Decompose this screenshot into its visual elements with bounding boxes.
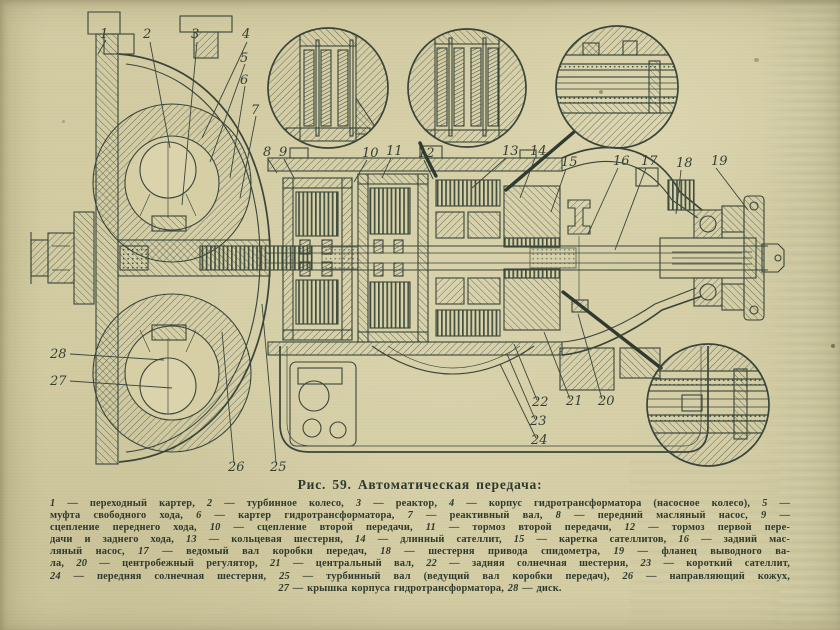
callout-label: 11 [386, 144, 403, 159]
detail-circle-clutch-1 [267, 27, 389, 149]
caption-line-2: муфта свободного хода, 6 — картер гидрот… [50, 510, 790, 522]
torque-converter-section [30, 11, 313, 465]
callout-label: 15 [561, 155, 578, 170]
callout-label: 22 [531, 395, 549, 410]
callout-label: 8 [263, 145, 271, 160]
callout-label: 19 [711, 154, 728, 169]
callout-label: 21 [565, 394, 583, 409]
detail-circle-clutch-2 [407, 28, 527, 148]
callout-label: 14 [530, 144, 547, 159]
callout-label: 3 [191, 27, 199, 42]
callout-label: 12 [418, 146, 435, 161]
callout-label: 10 [362, 146, 379, 161]
callout-label: 6 [240, 73, 248, 88]
callout-label: 17 [641, 154, 658, 169]
callout-label: 26 [227, 460, 245, 475]
caption-line-1: 1 — переходный картер, 2 — турбинное кол… [50, 498, 790, 509]
callout-label: 7 [251, 103, 260, 118]
callout-numbers: 1 2 3 4 5 6 7 8 9 10 11 12 13 14 15 16 1… [49, 27, 728, 475]
caption-line-3: сцепление переднего хода, 10 — сцепление… [50, 522, 790, 534]
callout-label: 20 [597, 394, 615, 409]
callout-label: 4 [241, 27, 250, 42]
oil-pan-section [279, 345, 709, 453]
callout-leader-lines [69, 39, 749, 464]
gearbox-section [265, 145, 768, 356]
callout-label: 2 [142, 27, 151, 42]
callout-label: 1 [100, 27, 108, 42]
caption-line-5: ляный насос, 17 — ведомый вал коробки пе… [50, 546, 790, 558]
caption-line-4: дачи и заднего хода, 13 — кольцевая шест… [50, 534, 790, 546]
callout-label: 5 [240, 51, 248, 66]
callout-label: 27 [49, 374, 67, 389]
caption-line-7: 24 — передняя солнечная шестерня, 25 — т… [50, 570, 791, 582]
callout-label: 28 [49, 347, 67, 362]
callout-label: 24 [530, 433, 548, 448]
callout-label: 16 [613, 154, 630, 169]
callout-label: 18 [676, 156, 693, 171]
caption-line-6: ла, 20 — центробежный регулятор, 21 — це… [50, 558, 790, 570]
callout-label: 23 [529, 414, 547, 429]
caption-line-8: 27 — крышка корпуса гидротрансформатора,… [278, 582, 562, 594]
automatic-transmission-cross-section: 1 2 3 4 5 6 7 8 9 10 11 12 13 14 15 16 1… [30, 11, 785, 475]
callout-label: 25 [269, 460, 287, 475]
callout-label: 13 [502, 144, 519, 159]
figure-caption-title: Рис. 59. Автоматическая передача: [297, 477, 543, 492]
callout-label: 9 [279, 145, 287, 160]
tail-housing-section [561, 146, 785, 356]
magnifier-connector-lines [418, 130, 663, 370]
detail-circle-shaft-top [555, 25, 679, 149]
figure-caption: Рис. 59. Автоматическая передача: 1 — пе… [50, 477, 790, 595]
